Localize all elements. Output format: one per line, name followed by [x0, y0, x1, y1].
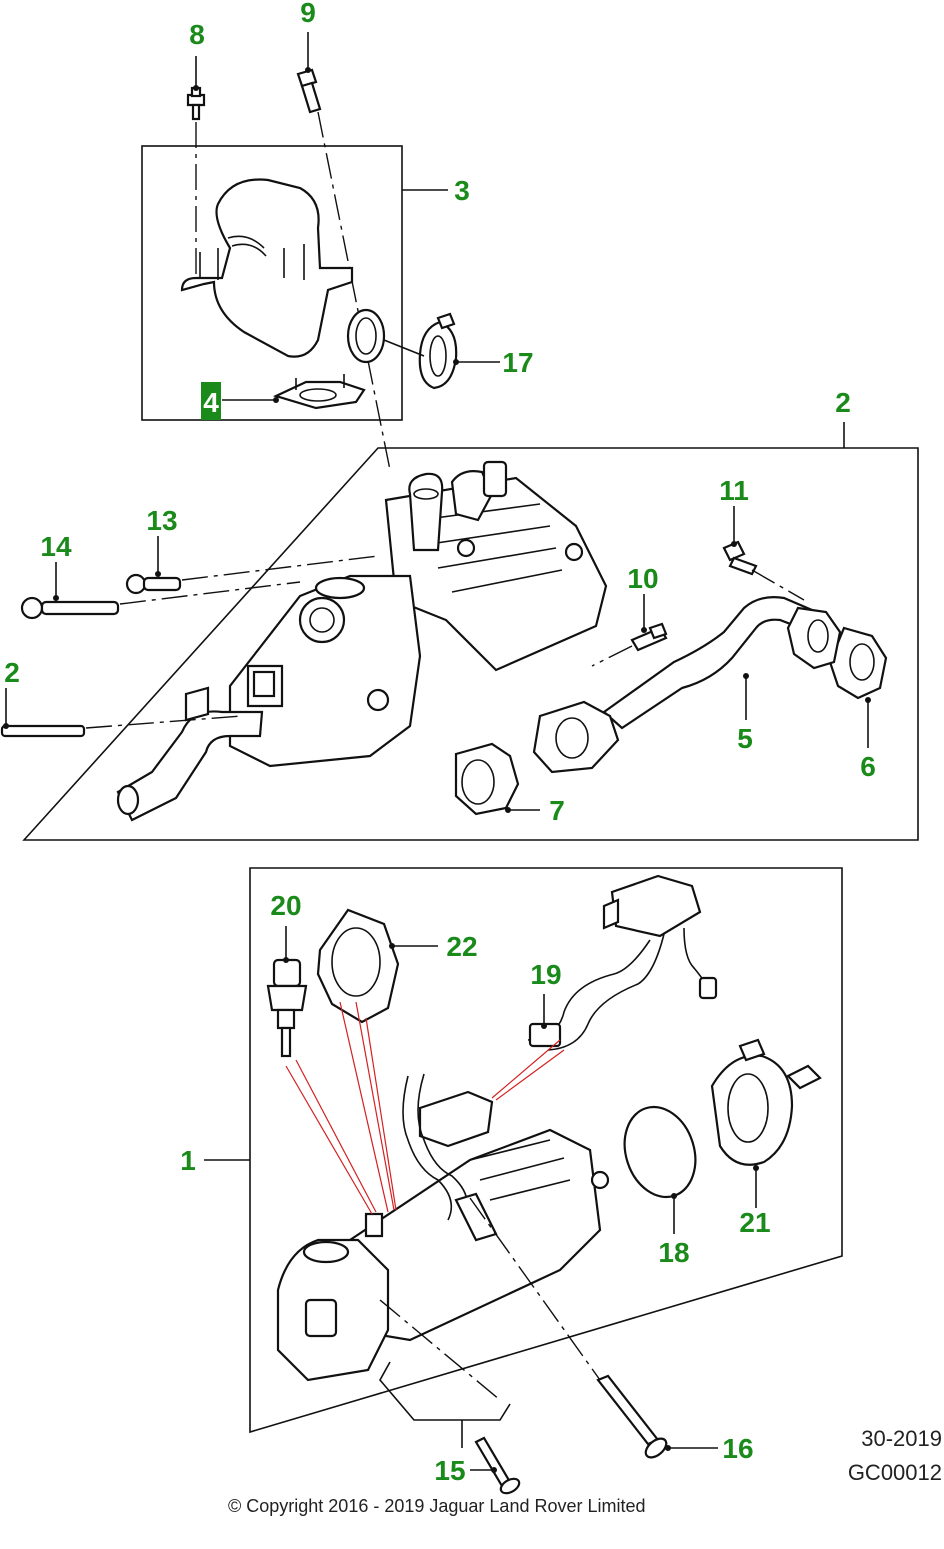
- stud-9-part: [296, 68, 322, 114]
- bolt-13-part: [125, 573, 182, 595]
- callout-20: 20: [270, 890, 301, 921]
- seal-18-part: [623, 1105, 697, 1199]
- callout-13: 13: [146, 505, 177, 536]
- reference-group: 30-2019: [861, 1426, 942, 1451]
- bolt-16-part: [596, 1374, 668, 1459]
- callout-4: 4: [203, 387, 219, 418]
- reference-code: GC00012: [848, 1460, 942, 1485]
- callout-15: 15: [434, 1455, 465, 1486]
- frame-pipe-assembly: [141, 145, 403, 421]
- egr-module-part: [276, 1073, 610, 1382]
- clip-17-part: [418, 312, 458, 390]
- callout-8: 8: [189, 19, 205, 50]
- bolt-11-part: [722, 540, 758, 576]
- gasket-4-part: [272, 374, 366, 410]
- harness-19-part: [527, 874, 718, 1051]
- clip-7-part: [454, 742, 520, 816]
- copyright-notice: © Copyright 2016 - 2019 Jaguar Land Rove…: [228, 1496, 646, 1516]
- callout-5: 5: [737, 723, 753, 754]
- callout-14: 14: [40, 531, 72, 562]
- callout-18: 18: [658, 1237, 689, 1268]
- callout-19: 19: [530, 959, 561, 990]
- callout-4-highlight: [201, 382, 221, 420]
- callout-1: 1: [180, 1145, 196, 1176]
- callout-2-bolt: 2: [4, 657, 20, 688]
- bolt-2-part: [0, 724, 86, 738]
- clamp-21-part: [710, 1038, 822, 1166]
- callout-9: 9: [300, 0, 316, 28]
- callout-6: 6: [860, 751, 876, 782]
- bolt-8-part: [186, 86, 206, 121]
- callout-10: 10: [627, 563, 658, 594]
- bolt-10-part: [630, 622, 668, 652]
- callout-21: 21: [739, 1207, 770, 1238]
- gasket-6-part: [786, 606, 888, 700]
- sensor-20-part: [266, 958, 308, 1058]
- callout-17: 17: [502, 347, 533, 378]
- callout-11: 11: [719, 475, 749, 506]
- callout-2-frame: 2: [835, 387, 851, 418]
- frame-egr-cooler: [22, 447, 919, 841]
- bolt-14-part: [20, 596, 120, 620]
- callout-3: 3: [454, 175, 470, 206]
- bolt-15-part: [474, 1436, 521, 1495]
- coolant-pipe-part: [116, 686, 264, 822]
- frame-egr-module: [249, 867, 843, 1434]
- callout-22: 22: [446, 931, 477, 962]
- egr-pipe-part: [180, 178, 386, 364]
- callout-7: 7: [549, 795, 565, 826]
- gasket-22-part: [316, 908, 400, 1024]
- callout-16: 16: [722, 1433, 753, 1464]
